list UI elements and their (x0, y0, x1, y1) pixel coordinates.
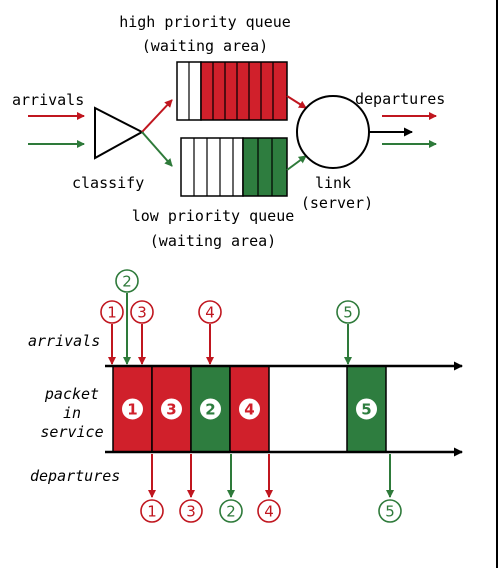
classify-to-high-arrow (141, 99, 173, 133)
packet-label: packet (44, 385, 99, 403)
service-slot-label-3: 3 (166, 401, 176, 419)
high-priority-buffer (176, 61, 288, 121)
service-slot-label-5: 5 (361, 401, 371, 419)
departure-marker-2 (219, 499, 243, 523)
arrival-marker-3 (130, 300, 154, 324)
server-label: (server) (301, 194, 373, 212)
service-slot-badge-2 (200, 398, 221, 420)
service-slot-label-1: 1 (127, 401, 137, 419)
service-slot-label-4: 4 (244, 401, 254, 419)
low-priority-buffer (180, 137, 288, 197)
service-slot-badge-3 (161, 398, 182, 420)
departure-marker-1 (140, 499, 164, 523)
top-departures-label: departures (355, 90, 445, 108)
link-label: link (315, 174, 351, 192)
low-to-link-arrow (286, 155, 307, 171)
departure-marker-label-5: 5 (385, 503, 395, 521)
high-queue-subtitle: (waiting area) (142, 37, 268, 55)
classify-to-low-arrow (141, 131, 173, 167)
arrival-marker-2 (115, 269, 139, 293)
departure-marker-label-2: 2 (226, 503, 236, 521)
timeline-diagram: arrivals packet in service departures 1 3… (28, 269, 463, 523)
low-queue-subtitle: (waiting area) (150, 232, 276, 250)
top-arrivals-label: arrivals (12, 91, 84, 109)
departure-marker-label-4: 4 (264, 503, 274, 521)
classifier-triangle (94, 106, 145, 160)
service-slot-badge-4 (239, 398, 260, 420)
arrival-marker-5 (336, 300, 360, 324)
high-to-link-arrow (286, 95, 307, 109)
arrival-marker-label-4: 4 (205, 304, 215, 322)
timeline-departures-label: departures (30, 467, 120, 485)
link-server-circle (296, 95, 370, 169)
departure-marker-3 (179, 499, 203, 523)
in-label: in (63, 404, 81, 422)
service-label: service (40, 423, 103, 441)
departure-marker-4 (257, 499, 281, 523)
arrival-marker-1 (100, 300, 124, 324)
top-diagram: high priority queue (waiting area) arriv… (12, 13, 445, 250)
arrival-marker-label-2: 2 (122, 273, 132, 291)
service-slot-badge-1 (122, 398, 143, 420)
low-queue-title: low priority queue (132, 207, 295, 225)
arrival-marker-label-3: 3 (137, 304, 147, 322)
arrival-marker-label-1: 1 (107, 304, 117, 322)
service-slot-badge-5 (356, 398, 377, 420)
service-slot-label-2: 2 (205, 401, 215, 419)
departure-marker-label-1: 1 (147, 503, 157, 521)
departure-marker-label-3: 3 (186, 503, 196, 521)
high-queue-title: high priority queue (119, 13, 291, 31)
classify-label: classify (72, 174, 144, 192)
departure-marker-5 (378, 499, 402, 523)
arrival-marker-label-5: 5 (343, 304, 353, 322)
timeline-arrivals-label: arrivals (28, 332, 100, 350)
arrival-marker-4 (198, 300, 222, 324)
